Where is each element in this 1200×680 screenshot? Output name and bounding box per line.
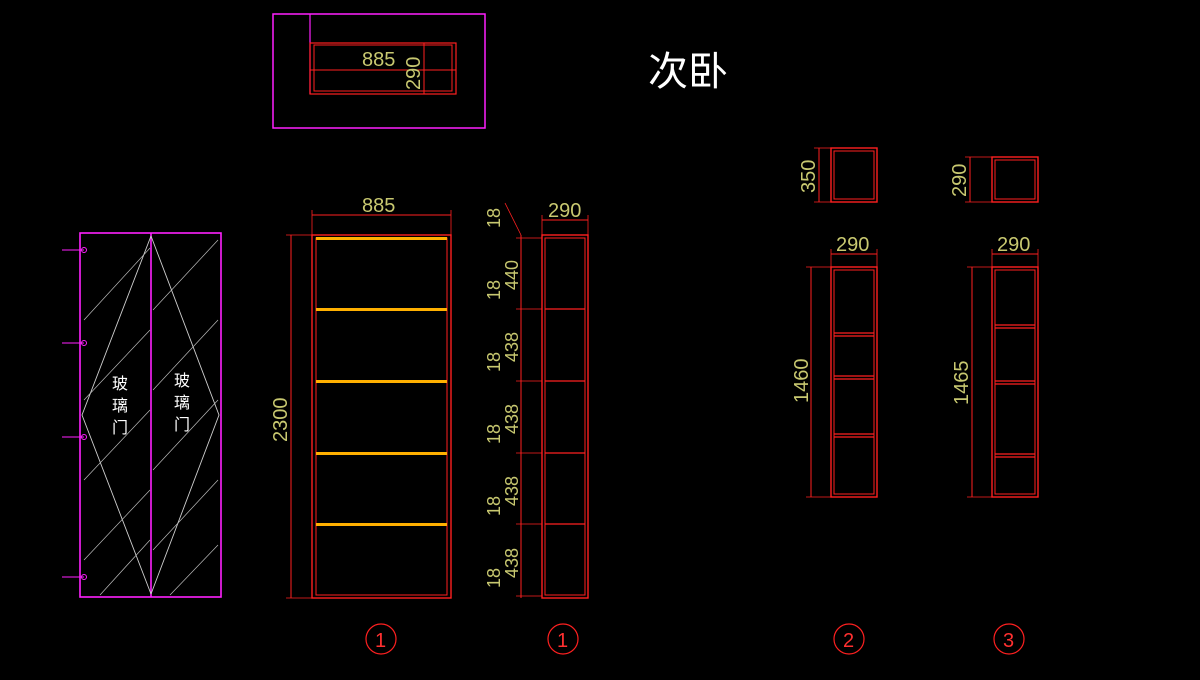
- cabinet-3-marker-circle: [993, 623, 1025, 655]
- plan-depth-dim: 290: [403, 57, 425, 90]
- left-glass-label-1: 玻: [112, 374, 128, 393]
- cabinet-3-top-depth-dim: 290: [949, 164, 971, 197]
- plan-cabinet-inner: [313, 44, 453, 92]
- left-leaf-opening-line: [81, 235, 152, 595]
- cabinet-1-inner: [315, 237, 448, 596]
- cabinet-1-front-elevation: 885 2300 1: [270, 195, 452, 655]
- cabinet-2-width-dim: 290: [836, 234, 869, 256]
- cabinet-2-top-depth-dim: 350: [798, 160, 820, 193]
- cabinet-2-marker: 2: [843, 630, 854, 652]
- right-glass-label-1: 玻: [174, 371, 190, 390]
- cabinet-1-outer: [311, 234, 452, 599]
- shelf-gap-dim: 438: [502, 548, 522, 578]
- cabinet-3: 290 290 1465 3: [949, 156, 1039, 655]
- left-glass-label-3: 门: [112, 418, 128, 437]
- shelf-gap-dim: 438: [502, 476, 522, 506]
- glass-door-elevation: 玻 璃 门 玻 璃 门: [62, 232, 222, 598]
- shelf-thickness-dim: 18: [484, 352, 504, 372]
- cabinet-2-marker-circle: [833, 623, 865, 655]
- cabinet-2-outer: [830, 266, 878, 498]
- cabinet-1-width-dim: 885: [362, 195, 395, 217]
- plan-view: 885 290: [272, 13, 486, 129]
- cabinet-2-top-view: [830, 147, 878, 203]
- glass-hatching: [83, 239, 219, 596]
- cabinet-2: 350 290 1460 2: [791, 147, 878, 655]
- shelf-board: [316, 452, 447, 455]
- plan-width-dim: 885: [362, 49, 395, 71]
- shelf-gap-dim: 440: [502, 260, 522, 290]
- cabinet-1-shelves: [316, 237, 447, 526]
- cabinet-1-height-dim: 2300: [270, 398, 292, 443]
- right-glass-label-2: 璃: [174, 393, 190, 412]
- side-marker-circle: [547, 623, 579, 655]
- side-section-inner: [544, 237, 586, 596]
- cabinet-3-outer: [991, 266, 1039, 498]
- plan-cabinet-outline: [309, 42, 457, 95]
- side-section-outer: [541, 234, 589, 599]
- cabinet-1-marker-circle: [365, 623, 397, 655]
- shelf-thickness-dim: 18: [484, 568, 504, 588]
- shelf-gap-dim: 438: [502, 332, 522, 362]
- right-leaf-opening-line: [150, 235, 220, 595]
- shelf-thickness-dim: 18: [484, 424, 504, 444]
- right-glass-label-3: 门: [174, 415, 190, 434]
- shelf-thickness-dim: 18: [484, 208, 504, 228]
- shelf-board: [316, 380, 447, 383]
- plan-outer-frame: [272, 13, 486, 129]
- cabinet-2-height-dim: 1460: [791, 359, 813, 404]
- cabinet-3-width-dim: 290: [997, 234, 1030, 256]
- left-glass-label-2: 璃: [112, 396, 128, 415]
- cabinet-3-top-view: [991, 156, 1039, 203]
- side-section-marker: 1: [557, 630, 568, 652]
- drawing-title: 次卧: [648, 49, 728, 95]
- cabinet-3-marker: 3: [1003, 630, 1014, 652]
- side-section-depth-dim: 290: [548, 200, 581, 222]
- shelf-board: [316, 237, 447, 240]
- shelf-thickness-dim: 18: [484, 280, 504, 300]
- shelf-gap-dim: 438: [502, 404, 522, 434]
- cabinet-1-side-section: 290 18 18 18 18 18 18 440 438 438 438 43…: [484, 200, 589, 655]
- hinge-markers: [62, 247, 87, 580]
- cabinet-3-height-dim: 1465: [951, 361, 973, 406]
- shelf-board: [316, 308, 447, 311]
- shelf-thickness-dim: 18: [484, 496, 504, 516]
- shelf-board: [316, 523, 447, 526]
- cabinet-1-marker: 1: [375, 630, 386, 652]
